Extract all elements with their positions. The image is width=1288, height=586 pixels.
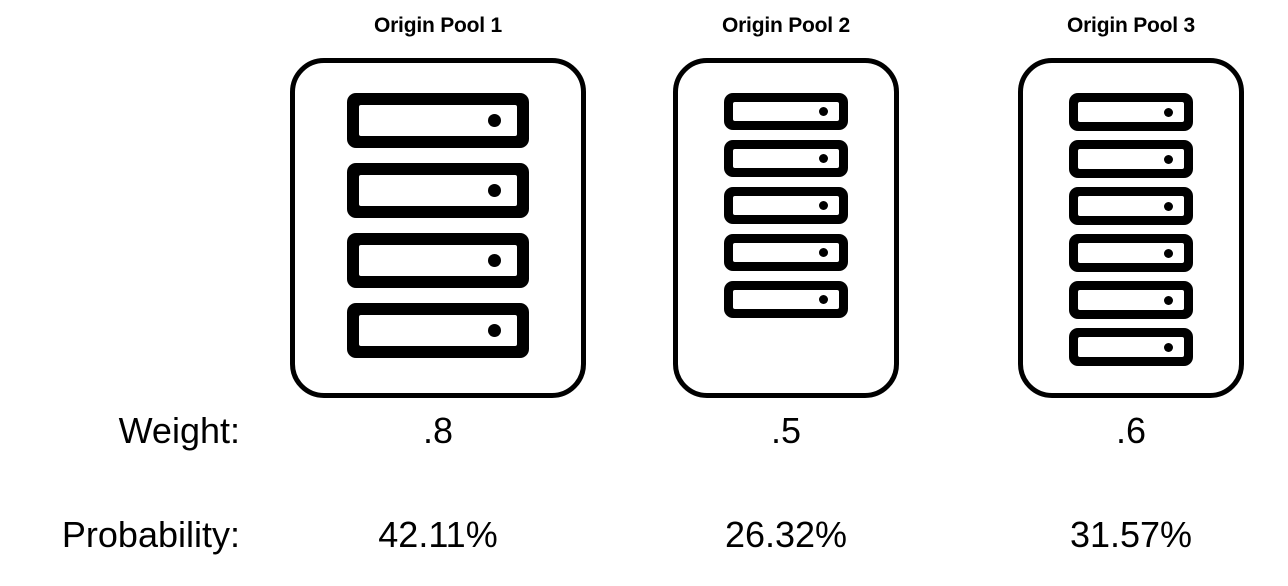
server-stack-2 xyxy=(678,93,894,318)
pool-title-2: Origin Pool 2 xyxy=(721,14,851,37)
server-face xyxy=(359,105,517,136)
status-led-icon xyxy=(1164,154,1173,164)
probability-value-pool-1: 42.11% xyxy=(378,514,498,555)
server-unit[interactable] xyxy=(724,187,848,224)
server-stack-3 xyxy=(1023,93,1239,366)
status-led-icon xyxy=(488,254,501,267)
server-unit[interactable] xyxy=(1069,328,1193,366)
server-face xyxy=(1078,243,1184,263)
pool-container-3[interactable] xyxy=(1018,58,1244,398)
server-unit[interactable] xyxy=(347,93,529,148)
server-face xyxy=(359,315,517,346)
server-unit[interactable] xyxy=(1069,281,1193,319)
pool-column-3: Origin Pool 3 xyxy=(1018,0,1244,398)
server-face xyxy=(1078,337,1184,357)
server-face xyxy=(733,102,839,121)
server-unit[interactable] xyxy=(1069,234,1193,272)
status-led-icon xyxy=(1164,107,1173,117)
weight-value-pool-2: .5 xyxy=(770,410,802,451)
status-led-icon xyxy=(1164,295,1173,305)
server-face xyxy=(733,243,839,262)
weight-row-label: Weight: xyxy=(118,410,240,451)
weight-value-pool-1: .8 xyxy=(422,410,454,451)
pool-container-2[interactable] xyxy=(673,58,899,398)
server-face xyxy=(359,175,517,206)
server-unit[interactable] xyxy=(1069,140,1193,178)
status-led-icon xyxy=(488,114,501,127)
status-led-icon xyxy=(488,324,501,337)
server-face xyxy=(1078,102,1184,122)
server-face xyxy=(1078,196,1184,216)
status-led-icon xyxy=(488,184,501,197)
server-face xyxy=(733,196,839,215)
probability-value-pool-3: 31.57% xyxy=(1069,514,1193,555)
server-face xyxy=(1078,149,1184,169)
server-face xyxy=(1078,290,1184,310)
server-face xyxy=(733,149,839,168)
pool-title-3: Origin Pool 3 xyxy=(1066,14,1196,37)
weight-value-pool-3: .6 xyxy=(1115,410,1147,451)
status-led-icon xyxy=(819,248,828,257)
server-stack-1 xyxy=(295,93,581,358)
server-face xyxy=(359,245,517,276)
server-face xyxy=(733,290,839,309)
status-led-icon xyxy=(819,201,828,210)
status-led-icon xyxy=(819,295,828,304)
status-led-icon xyxy=(1164,248,1173,258)
pool-column-2: Origin Pool 2 xyxy=(673,0,899,398)
status-led-icon xyxy=(819,154,828,163)
server-unit[interactable] xyxy=(724,281,848,318)
server-unit[interactable] xyxy=(1069,93,1193,131)
pool-column-1: Origin Pool 1 xyxy=(290,0,586,398)
origin-pools-row: Origin Pool 1 xyxy=(290,0,1244,398)
status-led-icon xyxy=(819,107,828,116)
pool-container-1[interactable] xyxy=(290,58,586,398)
server-unit[interactable] xyxy=(347,303,529,358)
server-unit[interactable] xyxy=(724,234,848,271)
status-led-icon xyxy=(1164,201,1173,211)
server-unit[interactable] xyxy=(347,233,529,288)
status-led-icon xyxy=(1164,342,1173,352)
server-unit[interactable] xyxy=(724,140,848,177)
server-unit[interactable] xyxy=(1069,187,1193,225)
probability-row-label: Probability: xyxy=(61,514,240,555)
server-unit[interactable] xyxy=(347,163,529,218)
probability-value-pool-2: 26.32% xyxy=(724,514,848,555)
pool-title-1: Origin Pool 1 xyxy=(373,14,503,37)
server-unit[interactable] xyxy=(724,93,848,130)
